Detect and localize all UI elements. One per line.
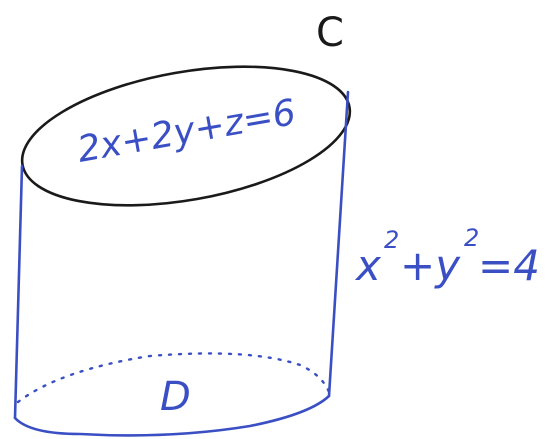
cylinder-eq-rhs: =4 <box>478 241 540 290</box>
cylinder-eq-exp1: 2 <box>384 226 399 254</box>
base-front-arc <box>13 394 331 437</box>
region-label: D <box>160 374 191 420</box>
curve-label: C <box>316 10 344 56</box>
cylinder-eq-exp2: 2 <box>464 224 479 252</box>
cylinder-eq-x: x <box>354 241 382 290</box>
cylinder-equation-label: x 2 +y 2 =4 <box>354 224 540 290</box>
cylinder-right-side <box>327 90 350 398</box>
cylinder-eq-plus-y: +y <box>400 241 461 290</box>
cylinder-left-side <box>13 164 24 420</box>
plane-equation-label: 2x+2y+z=6 <box>74 92 298 171</box>
